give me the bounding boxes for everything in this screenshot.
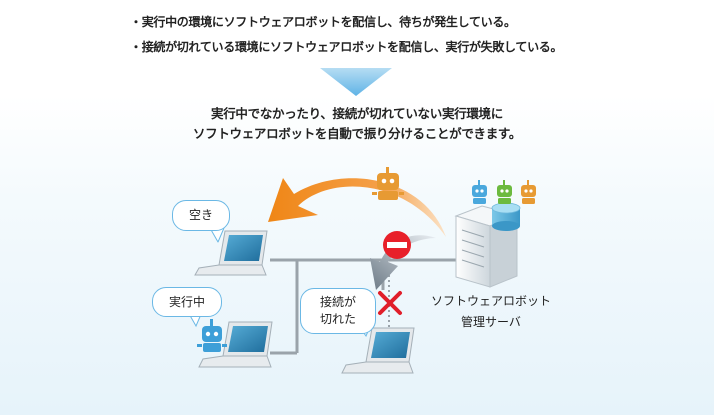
bubble-disconnected-line1: 接続が <box>319 295 356 309</box>
distribution-arrow-icon <box>268 178 446 237</box>
laptop-disconnected-icon <box>341 327 415 374</box>
problem-item-disconnected: ・接続が切れている環境にソフトウェアロボットを配信し、実行が失敗している。 <box>130 40 563 54</box>
solution-line-2: ソフトウェアロボットを自動で振り分けることができます。 <box>192 126 522 141</box>
problem-item-running: ・実行中の環境にソフトウェアロボットを配信し、待ちが発生している。 <box>130 15 516 29</box>
down-arrow-icon <box>320 68 392 96</box>
server-label-line1: ソフトウェアロボット <box>430 294 551 308</box>
laptop-running-icon <box>198 321 273 368</box>
bubble-running-label: 実行中 <box>168 294 205 309</box>
disconnected-x-icon <box>378 291 402 315</box>
bubble-disconnected: 接続が 切れた <box>300 288 376 334</box>
bubble-disconnected-line2: 切れた <box>319 312 356 326</box>
laptop-idle-icon <box>194 230 268 276</box>
solution-text: 実行中でなかったり、接続が切れていない実行環境に ソフトウェアロボットを自動で振… <box>0 104 714 144</box>
robot-orange-icon <box>521 180 536 204</box>
problem-list: ・実行中の環境にソフトウェアロボットを配信し、待ちが発生している。 ・接続が切れ… <box>130 10 562 60</box>
server-label-line2: 管理サーバ <box>461 315 521 329</box>
bubble-idle: 空き <box>172 200 230 231</box>
robot-orange-carried-icon <box>372 167 404 200</box>
server-icon <box>454 202 521 288</box>
blocked-arrow-icon <box>370 235 436 290</box>
bubble-idle-label: 空き <box>188 208 213 222</box>
robot-blue-icon <box>472 180 487 204</box>
bubble-running: 実行中 <box>152 287 222 317</box>
solution-line-1: 実行中でなかったり、接続が切れていない実行環境に <box>211 106 503 121</box>
robot-running-icon <box>197 319 227 352</box>
robot-green-icon <box>497 180 512 204</box>
server-label: ソフトウェアロボット 管理サーバ <box>411 291 571 333</box>
stop-icon <box>383 231 411 259</box>
